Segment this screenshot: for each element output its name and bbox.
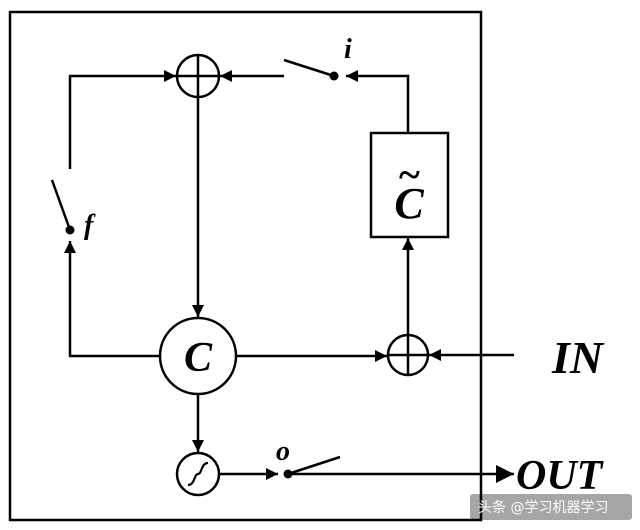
output-activation-node [175,451,221,497]
candidate-to-input-gate-wire [346,70,410,133]
cell-boundary [8,10,483,522]
input-gate-pivot [329,71,339,81]
input-gate-label: i [344,34,352,65]
input-gate-switch [220,58,335,82]
forget-gate-switch [50,70,176,231]
input-sum-junction [386,333,430,377]
candidate-box [369,131,450,239]
output-gate-label: o [276,436,290,467]
input-port-label: IN [551,332,605,383]
output-gate-pivot [283,469,293,479]
output-gate-switch [287,455,341,476]
forget-feedback-wire [64,241,160,358]
forget-gate-pivot [65,225,75,235]
top-sum-junction [175,53,221,99]
cell-state-label: C [184,335,213,381]
watermark-text: 头条 @学习机器学习 [478,499,608,516]
watermark: 头条 @学习机器学习 [470,494,632,520]
forget-gate-label: f [84,210,96,241]
candidate-tilde: ~ [398,152,421,197]
output-port-label: OUT [516,453,605,499]
candidate-label: C [394,179,424,228]
